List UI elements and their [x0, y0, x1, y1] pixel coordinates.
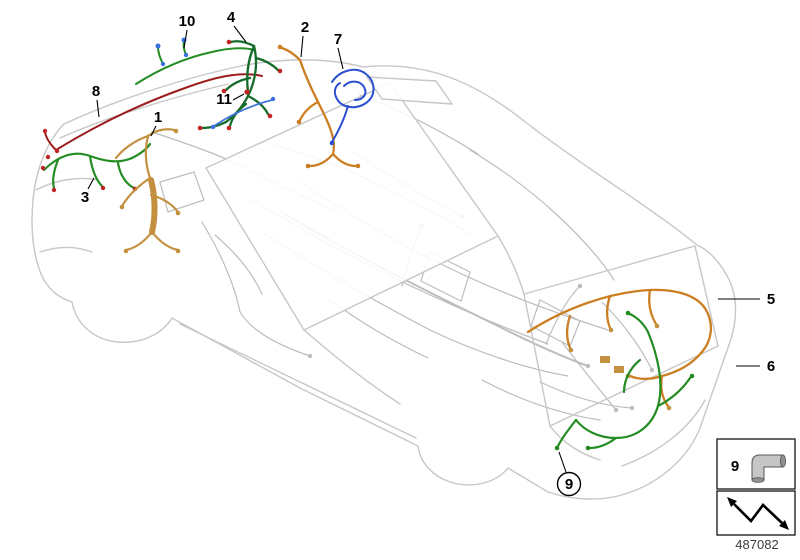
callout-9: 9	[565, 476, 573, 493]
rear-window-opening	[523, 245, 719, 427]
callout-numbers: 1 2 3 4 5 6 7 8 10 11	[81, 9, 775, 375]
elbow-connector-icon	[751, 454, 787, 483]
harness-10-connectors	[155, 37, 189, 67]
harness-11[interactable]	[213, 99, 273, 127]
callout-8[interactable]: 8	[92, 83, 100, 100]
harness-11-connectors	[210, 96, 276, 130]
callout-5[interactable]: 5	[767, 291, 775, 308]
hatch-lower-edge	[549, 425, 601, 461]
harness-8-connectors	[42, 128, 60, 154]
harness-1[interactable]	[114, 128, 180, 252]
callout-8-leader	[96, 99, 100, 118]
glass-openings	[205, 76, 719, 427]
harness-5-connectors	[568, 323, 672, 411]
harness-1-connectors	[119, 128, 181, 254]
harness-2-connectors	[277, 44, 361, 169]
callout-11[interactable]: 11	[216, 91, 232, 108]
door-bottom-line	[303, 329, 401, 405]
harness-7-connectors	[329, 140, 335, 146]
zigzag-arrow-icon	[727, 497, 789, 530]
legend-item-number: 9	[731, 458, 739, 475]
front-bumper-line-2	[39, 246, 93, 253]
callout-9-circle	[556, 471, 582, 497]
callout-2-leader	[300, 35, 304, 58]
front-bumper-line-1	[35, 177, 99, 191]
callout-leader-lines	[87, 25, 760, 473]
legend-repair-box[interactable]	[716, 490, 796, 536]
harness-8[interactable]	[44, 73, 263, 151]
car-silhouette	[31, 59, 737, 500]
harness-6[interactable]	[556, 312, 692, 450]
callout-7-leader	[337, 47, 344, 70]
harness-6-connectors	[554, 310, 695, 451]
part-number: 487082	[735, 537, 778, 552]
callout-2[interactable]: 2	[301, 19, 309, 36]
callout-11-leader	[232, 93, 245, 101]
callout-3-leader	[87, 177, 95, 190]
rocker-inner-line	[179, 323, 417, 439]
callout-4[interactable]: 4	[227, 9, 236, 26]
callout-1[interactable]: 1	[154, 109, 162, 126]
callout-10[interactable]: 10	[179, 13, 196, 30]
rear-bumper-crease	[621, 399, 706, 467]
callout-1-leader	[150, 125, 157, 137]
harness-4-connectors	[197, 39, 283, 131]
legend-connector-box[interactable]: 9	[716, 438, 796, 490]
roof-panel-edge	[366, 76, 453, 105]
harness-4[interactable]	[200, 40, 280, 130]
harness-7[interactable]	[331, 68, 375, 143]
windshield-opening	[205, 82, 499, 331]
hood-cut-line	[59, 83, 229, 139]
callout-9-leader	[558, 451, 567, 473]
harness-3[interactable]	[42, 142, 152, 190]
callout-9-circled[interactable]: 9	[556, 471, 582, 497]
callout-4-leader	[233, 25, 247, 43]
callout-10-leader	[183, 29, 188, 49]
callout-6[interactable]: 6	[767, 358, 775, 375]
callout-3[interactable]: 3	[81, 189, 89, 206]
callout-11-target-dot	[244, 89, 250, 95]
callout-7[interactable]: 7	[334, 31, 342, 48]
harness-3-connectors	[40, 154, 138, 193]
car-body-outline	[31, 59, 737, 500]
cowl-to-belt-line	[497, 235, 525, 295]
